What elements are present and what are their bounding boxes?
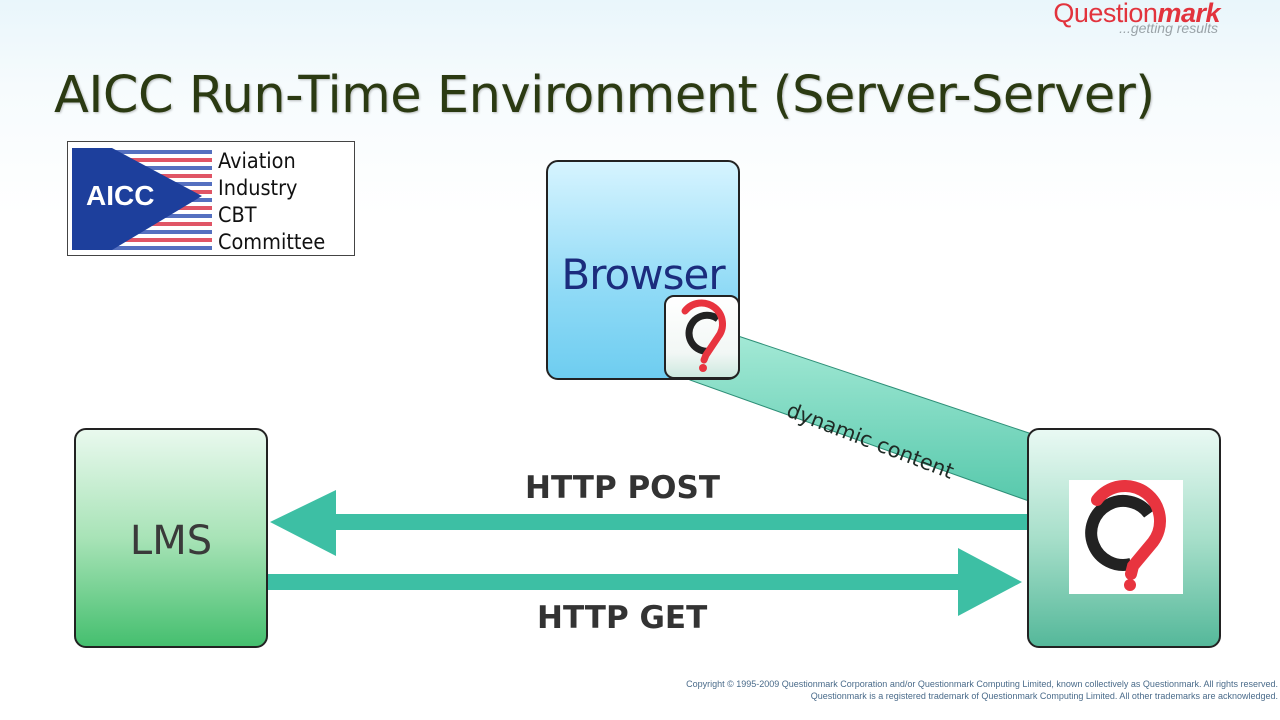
aicc-logo: AICC Aviation Industry CBT Committee (67, 141, 355, 256)
lms-node: LMS (74, 428, 268, 648)
http-get-arrow (268, 548, 1022, 616)
copyright-line-2: Questionmark is a registered trademark o… (810, 691, 1278, 701)
copyright-line-1: Copyright © 1995-2009 Questionmark Corpo… (686, 679, 1278, 689)
aicc-line-3: CBT (218, 203, 257, 227)
aicc-flag-icon (72, 148, 212, 250)
brand-name-bold: mark (1157, 0, 1220, 28)
questionmark-server-node (1027, 428, 1221, 648)
dynamic-content-band (689, 329, 1051, 506)
http-post-arrow (270, 490, 1030, 556)
lms-label: LMS (129, 518, 213, 564)
http-get-label: HTTP GET (537, 600, 708, 636)
brand-name: Questionmark (1053, 0, 1220, 29)
browser-label: Browser (561, 250, 725, 299)
copyright-notice: Copyright © 1995-2009 Questionmark Corpo… (686, 678, 1278, 702)
brand-name-regular: Question (1053, 0, 1158, 28)
questionmark-client-icon (664, 295, 740, 379)
aicc-name: Aviation Industry CBT Committee (218, 148, 335, 256)
aicc-line-1: Aviation (218, 149, 296, 173)
aicc-line-2: Industry (218, 176, 298, 200)
brand-tagline: ...getting results (1119, 20, 1218, 36)
aicc-badge: AICC (86, 180, 155, 211)
slide-title: AICC Run-Time Environment (Server-Server… (54, 66, 1155, 125)
aicc-line-4: Committee (218, 230, 326, 254)
brand-logo: Questionmark ...getting results (1050, 0, 1250, 44)
questionmark-server-icon (1069, 480, 1183, 594)
http-post-label: HTTP POST (525, 470, 721, 506)
